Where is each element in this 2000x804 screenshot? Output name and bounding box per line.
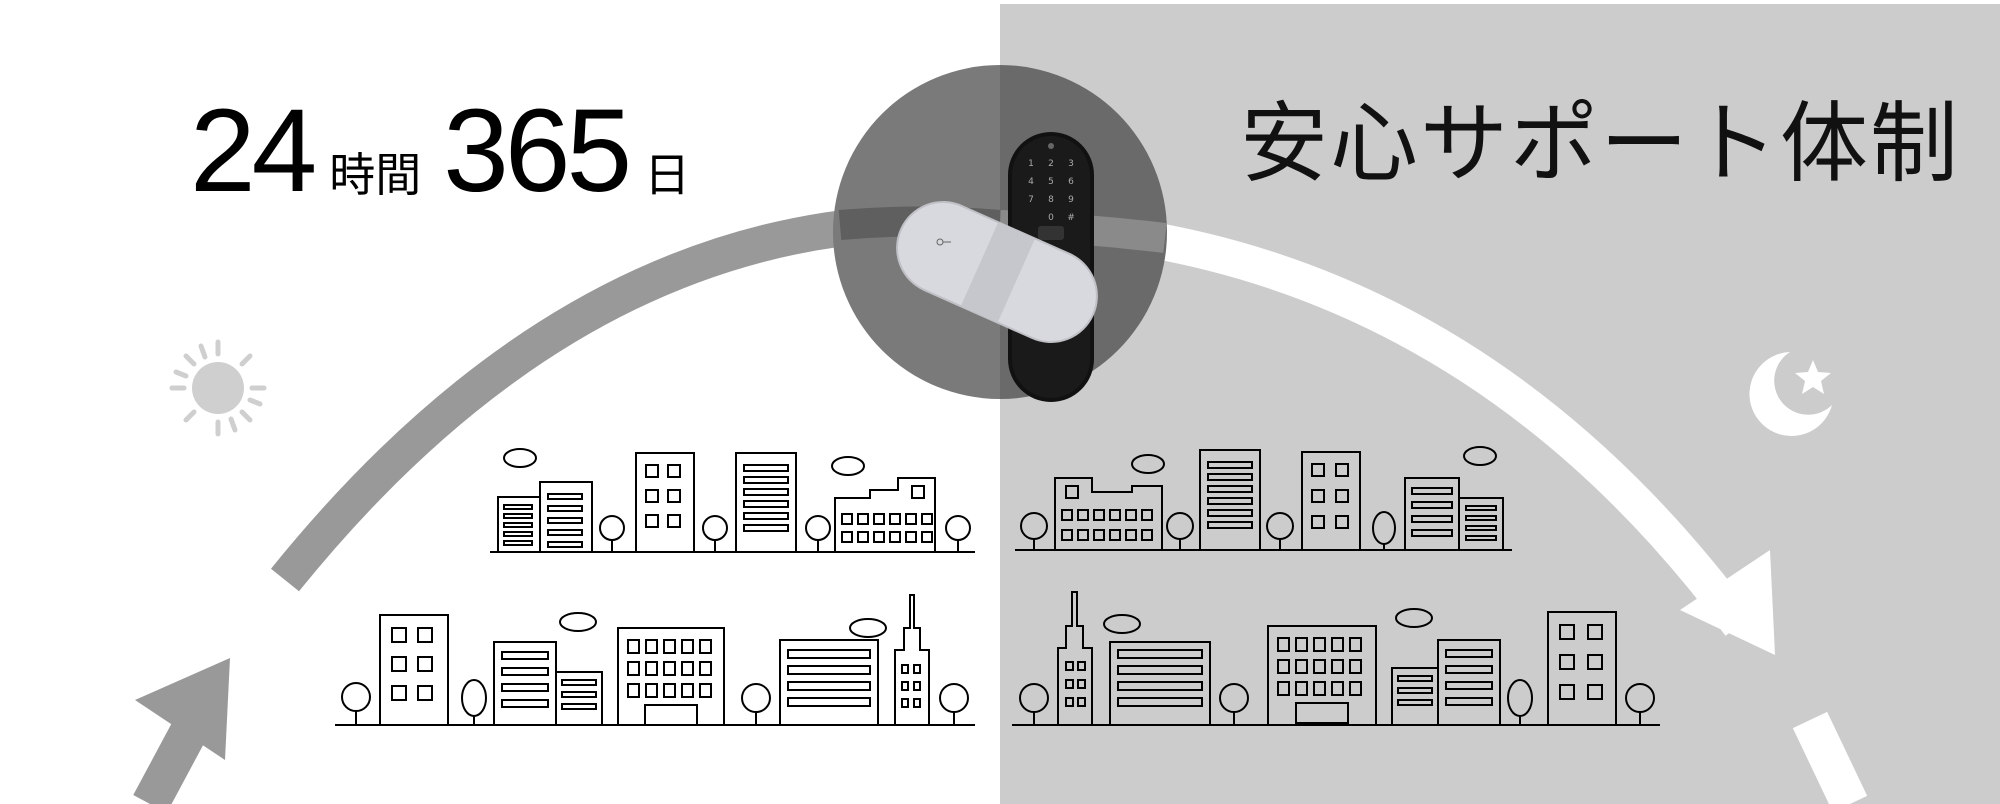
- moon-icon: [1749, 352, 1832, 436]
- night-arrow-tail: [1792, 711, 1868, 804]
- star-icon: [1795, 360, 1831, 394]
- day-arrowhead: [135, 658, 230, 760]
- keypad-key: 1: [1028, 159, 1034, 169]
- keypad-key: 3: [1068, 159, 1074, 169]
- sun-icon: [169, 339, 267, 437]
- keypad-key: 6: [1068, 177, 1074, 187]
- tagline: 安心サポート体制: [1240, 92, 1961, 195]
- keypad-key: 7: [1028, 195, 1034, 205]
- days-number: 365: [443, 85, 632, 217]
- keypad-key: #: [1067, 213, 1075, 223]
- headline-24-365: 24 時間 365 日: [190, 92, 712, 212]
- skyline-right-lower: [1012, 591, 1660, 726]
- lock-handle: [896, 201, 1098, 343]
- skyline-right-upper: [1015, 446, 1512, 551]
- skyline-left-lower: [335, 594, 975, 726]
- keypad-key: 8: [1048, 195, 1054, 205]
- keypad-key: 2: [1048, 159, 1054, 169]
- key-icon: [936, 238, 951, 246]
- hours-number: 24: [190, 85, 317, 217]
- hours-unit: 時間: [329, 149, 422, 201]
- keypad-key: 9: [1068, 195, 1074, 205]
- keypad-key: 4: [1028, 177, 1034, 187]
- days-unit: 日: [644, 149, 691, 201]
- night-arrowhead: [1680, 550, 1775, 655]
- keypad-key: 0: [1048, 213, 1054, 223]
- skyline-left-upper: [490, 448, 975, 553]
- keypad-key: 5: [1048, 177, 1054, 187]
